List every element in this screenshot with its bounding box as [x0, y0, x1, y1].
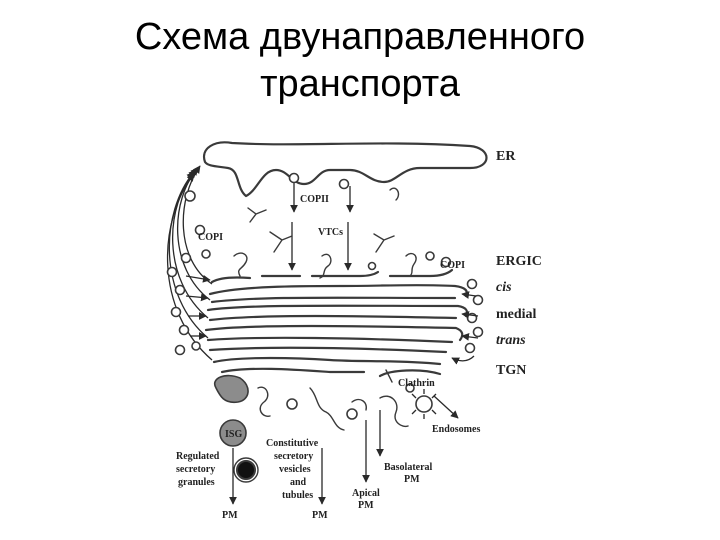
svg-text:secretory: secretory [274, 451, 313, 462]
label-tgn: TGN [496, 363, 526, 378]
label-basolateral-pm: Basolateral PM [384, 462, 433, 485]
golgi-medial-cisterna [208, 306, 467, 320]
label-copi-right: COPI [440, 260, 465, 271]
label-er: ER [496, 149, 516, 164]
label-trans: trans [496, 333, 526, 348]
svg-text:granules: granules [178, 477, 215, 488]
svg-text:PM: PM [404, 474, 420, 485]
svg-text:Constitutive: Constitutive [266, 438, 319, 449]
label-constitutive-vesicles: Constitutive secretory vesicles and tubu… [266, 438, 319, 501]
copii-arrows [290, 174, 351, 271]
ergic-cisterna [212, 270, 452, 282]
label-clathrin: Clathrin [398, 378, 435, 389]
trans-golgi-network [214, 358, 440, 376]
label-copii: COPII [300, 194, 329, 205]
label-medial: medial [496, 307, 537, 322]
svg-text:Regulated: Regulated [176, 451, 220, 462]
label-copi-left: COPI [198, 232, 223, 243]
label-cis: cis [496, 280, 512, 295]
label-regulated-granules: Regulated secretory granules [176, 451, 220, 488]
label-isg: ISG [225, 429, 242, 440]
svg-text:PM: PM [358, 500, 374, 511]
label-endosomes: Endosomes [432, 424, 480, 435]
constitutive-tubules [258, 384, 414, 430]
label-pm-middle: PM [312, 510, 328, 521]
label-ergic: ERGIC [496, 254, 542, 269]
golgi-trans-cisterna [206, 326, 462, 352]
svg-text:tubules: tubules [282, 490, 313, 501]
svg-text:vesicles: vesicles [279, 464, 311, 475]
label-pm-left: PM [222, 510, 238, 521]
svg-text:and: and [290, 477, 307, 488]
svg-text:Apical: Apical [352, 488, 380, 499]
label-apical-pm: Apical PM [352, 488, 380, 511]
mature-secretory-granule [237, 461, 255, 479]
label-vtcs: VTCs [318, 227, 343, 238]
svg-text:Basolateral: Basolateral [384, 462, 433, 473]
svg-text:secretory: secretory [176, 464, 215, 475]
tgn-budding-granule [215, 376, 248, 403]
golgi-cis-cisterna [210, 285, 467, 302]
